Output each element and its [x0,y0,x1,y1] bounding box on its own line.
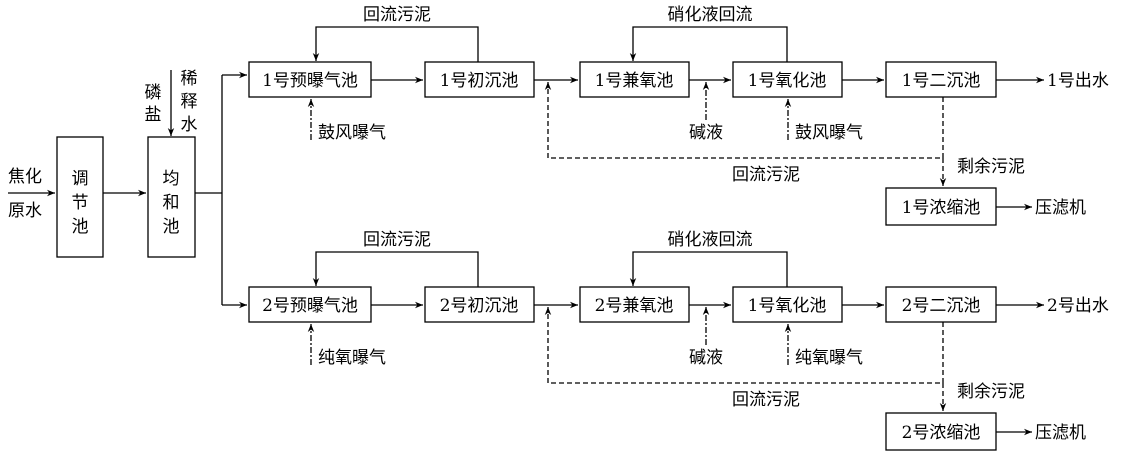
nitrified-return-arrow [629,26,788,62]
nitrified-return-arrow [629,251,788,287]
alkali-label: 碱液 [689,348,723,368]
oxidation-label: 1号氧化池 [748,71,827,91]
equalization-tank-char: 池 [163,217,180,237]
phosphate-char: 磷 [145,83,162,103]
facultative-tank [579,61,690,98]
aeration-ox-label: 鼓风曝气 [795,123,863,143]
preaeration-tank [248,61,372,98]
treatment-line-2: 2号预曝气池 2号初沉池 2号兼氧池 1号氧化池 2号二沉池 2号出水 回流污泥… [248,230,1109,451]
thickener-label: 2号浓缩池 [902,423,981,443]
primary-clarifier-label: 2号初沉池 [440,296,519,316]
secondary-clarifier-label: 1号二沉池 [902,71,981,91]
secondary-clarifier [885,61,997,98]
primary-clarifier [424,286,535,323]
aeration-pre-label: 鼓风曝气 [318,123,386,143]
preaeration-label: 2号预曝气池 [262,296,358,316]
nitrified-return-label: 硝化液回流 [668,230,753,250]
aeration-ox-label: 纯氧曝气 [795,348,863,368]
nitrified-return-label: 硝化液回流 [668,5,753,25]
return-sludge-dashed-arrow [544,307,944,384]
oxidation-tank [732,286,843,323]
thickener [885,412,997,451]
secondary-clarifier-label: 2号二沉池 [902,296,981,316]
return-sludge-arrow [312,251,479,287]
treatment-line-1: 1号预曝气池 1号初沉池 1号兼氧池 1号氧化池 1号二沉池 1号出水 回流污泥… [248,5,1109,226]
return-sludge-bottom-label: 回流污泥 [732,165,800,185]
thickener [885,187,997,226]
equalization-tank-char: 均 [163,169,180,189]
primary-clarifier-label: 1号初沉池 [440,71,519,91]
return-sludge-label: 回流污泥 [363,5,431,25]
regulating-tank [56,136,104,258]
oxidation-tank [732,61,843,98]
preaeration-tank [248,286,372,323]
regulating-tank-char: 池 [72,217,89,237]
facultative-label: 2号兼氧池 [595,296,674,316]
inlet-label-2: 原水 [8,201,42,221]
excess-sludge-label: 剩余污泥 [957,157,1025,177]
facultative-label: 1号兼氧池 [595,71,674,91]
aeration-pre-label: 纯氧曝气 [318,348,386,368]
filter-press-label: 压滤机 [1035,423,1086,443]
preaeration-label: 1号预曝气池 [262,71,358,91]
dilution-char: 稀 [181,69,198,89]
alkali-label: 碱液 [689,123,723,143]
thickener-label: 1号浓缩池 [902,198,981,218]
dilution-char: 释 [181,92,198,112]
dilution-char: 水 [181,115,198,135]
return-sludge-bottom-label: 回流污泥 [732,390,800,410]
effluent-label: 1号出水 [1047,71,1109,91]
return-sludge-label: 回流污泥 [363,230,431,250]
equalization-tank-char: 和 [163,193,180,213]
oxidation-label: 1号氧化池 [748,296,827,316]
secondary-clarifier [885,286,997,323]
return-sludge-dashed-arrow [544,82,944,159]
phosphate-char: 盐 [145,105,162,125]
return-sludge-arrow [312,26,479,62]
inlet-label-1: 焦化 [8,167,42,187]
regulating-tank-char: 节 [72,193,89,213]
equalization-tank [147,136,196,258]
filter-press-label: 压滤机 [1035,198,1086,218]
effluent-label: 2号出水 [1047,296,1109,316]
regulating-tank-char: 调 [72,169,89,189]
excess-sludge-label: 剩余污泥 [957,382,1025,402]
